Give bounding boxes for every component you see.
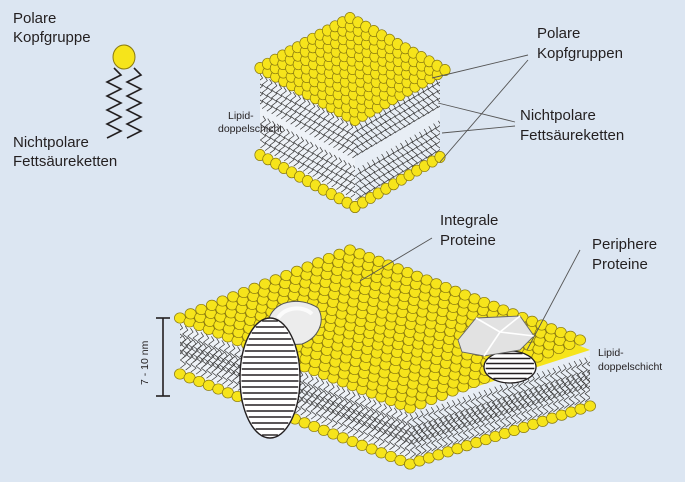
- integral-protein-transmembrane: [239, 317, 301, 439]
- block-bilayer-label-line1: Lipid-: [228, 110, 254, 122]
- peripheral-protein: [457, 315, 537, 384]
- nonpolar-tail-label-line1: Nichtpolare: [13, 134, 89, 151]
- membrane-labels: Integrale Proteine Periphere Proteine Li…: [440, 212, 662, 373]
- membrane-leaders: [359, 237, 581, 351]
- membrane-slab: [174, 244, 596, 470]
- thickness-bracket: [156, 317, 170, 397]
- bilayer-block-leaders: [431, 54, 529, 163]
- bilayer-block: [254, 12, 451, 213]
- bilayer-block-upper-heads: [254, 12, 451, 126]
- bilayer-block-labels: Polare Kopfgruppen Nichtpolare Fettsäure…: [218, 25, 624, 144]
- membrane-bilayer-label-line2: doppelschicht: [598, 361, 662, 373]
- lipid-tail-chains: [105, 67, 143, 139]
- block-bilayer-label-line2: doppelschicht: [218, 123, 282, 135]
- thickness-label: 7 - 10 nm: [139, 340, 151, 385]
- bilayer-block-left-face: [260, 68, 355, 205]
- integral-proteins-label-line1: Integrale: [440, 212, 498, 229]
- polar-head-label-line2: Kopfgruppe: [13, 29, 91, 46]
- polar-head-label-line1: Polare: [13, 10, 56, 27]
- lipid-molecule-legend: Polare Kopfgruppe Nichtpolare Fettsäurek…: [13, 10, 143, 170]
- integral-proteins-label-line2: Proteine: [440, 232, 496, 249]
- bilayer-block-lower-heads: [254, 149, 446, 213]
- bilayer-block-right-chains: [355, 75, 440, 201]
- nonpolar-tail-label-line2: Fettsäureketten: [13, 153, 117, 170]
- nonpolar-chains-label-line2: Fettsäureketten: [520, 127, 624, 144]
- membrane-bilayer-label-line1: Lipid-: [598, 347, 624, 359]
- membrane-right-chains: [410, 355, 590, 459]
- membrane-lower-heads: [174, 368, 596, 470]
- bilayer-block-left-chains: [260, 73, 355, 201]
- polar-heads-label-line2: Kopfgruppen: [537, 45, 623, 62]
- nonpolar-chains-label-line1: Nichtpolare: [520, 107, 596, 124]
- peripheral-proteins-label-line2: Proteine: [592, 256, 648, 273]
- lipid-head-icon: [112, 44, 136, 70]
- polar-heads-label-line1: Polare: [537, 25, 580, 42]
- peripheral-proteins-label-line1: Periphere: [592, 236, 657, 253]
